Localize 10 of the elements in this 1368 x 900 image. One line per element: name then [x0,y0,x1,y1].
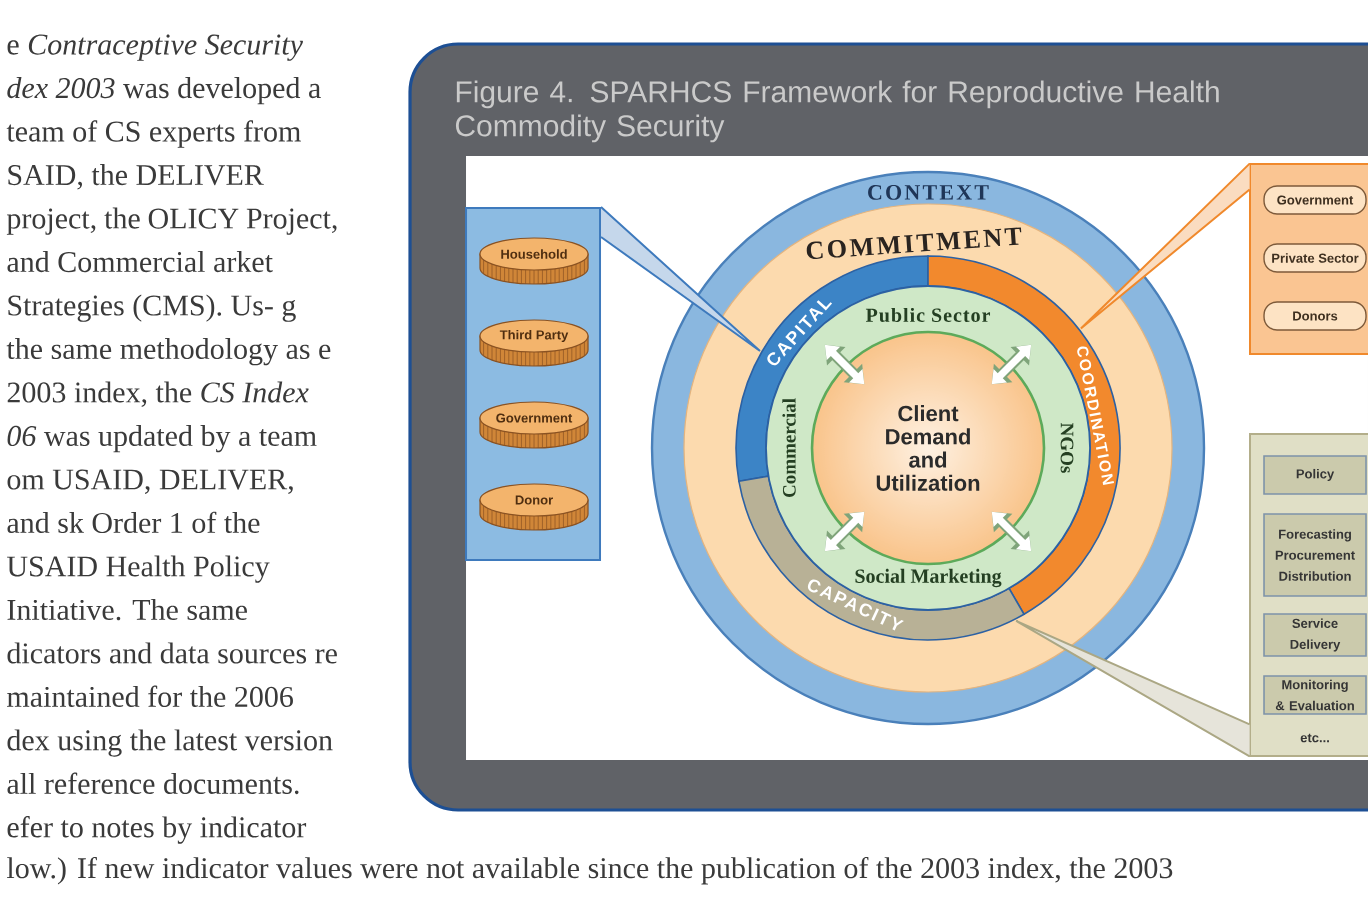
body-text: low.) If new indicator values were not available since the publication of the 2003 index, the 2003 [7,856,1173,885]
callout-wedge [1079,162,1251,330]
figure-title: Figure 4. SPARHCS Framework for Reproductive Health Commodity Security [455,80,1219,143]
ring-label: CONTEXT [868,185,989,200]
ring-label: Commercial [782,398,796,497]
ring-label: Public Sector [865,307,990,323]
ring-label: NGOs [1060,423,1074,473]
callout-wedge [1015,619,1251,758]
ring-label: Social Marketing [855,568,1002,588]
ring-label: COMMITMENT [806,227,1022,260]
